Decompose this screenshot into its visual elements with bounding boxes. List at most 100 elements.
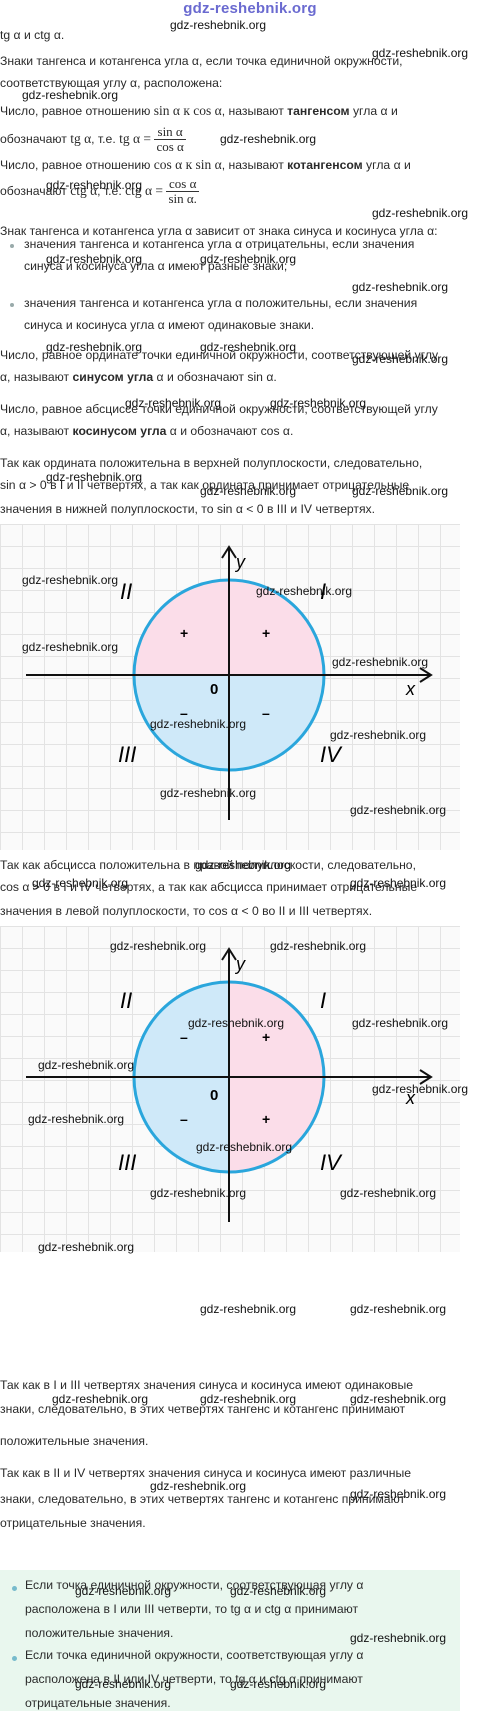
- summary-line: положительные значения.: [25, 1626, 174, 1640]
- text: угла α и: [349, 104, 398, 118]
- math: tg α =: [119, 131, 152, 146]
- unit-circle-diagram: x y 0 I II III IV + – – +: [26, 947, 433, 1222]
- quadrant-2-label: II: [120, 579, 132, 604]
- text: угла α и: [362, 158, 411, 172]
- origin-label: 0: [210, 1087, 218, 1104]
- math: tg α: [70, 131, 92, 146]
- text-line: Так как в II и IV четвертях значения син…: [0, 1466, 412, 1480]
- unit-circle-diagram: x y 0 I II III IV + + – –: [26, 545, 433, 820]
- text: обозначают: [0, 184, 71, 198]
- math: sin α к cos α: [153, 103, 222, 118]
- text: α и обозначают cos α.: [166, 424, 294, 438]
- text: , называют: [221, 104, 288, 118]
- sine-signs-figure: x y 0 I II III IV + + – –: [0, 524, 460, 850]
- text-line: Так как в I и III четвертях значения син…: [0, 1378, 414, 1392]
- text: Число, равное отношению: [0, 104, 154, 118]
- text-line: отрицательные значения.: [0, 1516, 146, 1530]
- text: α, называют: [0, 370, 73, 384]
- quadrant-3-sign: –: [180, 705, 188, 721]
- numerator: cos α: [166, 177, 199, 193]
- x-axis-label: x: [405, 679, 416, 699]
- quadrant-1-sign: +: [262, 625, 270, 641]
- term: косинусом угла: [72, 424, 167, 438]
- text: обозначают: [0, 132, 71, 146]
- text-line: Число, равное ординате точки единичной о…: [0, 348, 439, 362]
- list-item: значения тангенса и котангенса угла α от…: [24, 237, 415, 251]
- summary-line: отрицательные значения.: [25, 1696, 171, 1710]
- text: , т.е.: [97, 184, 126, 198]
- text: , т.е.: [91, 132, 120, 146]
- text: α, называют: [0, 424, 73, 438]
- text-line: знаки, следовательно, в этих четвертях т…: [0, 1402, 406, 1416]
- quadrant-1-label: I: [320, 988, 326, 1013]
- watermark: gdz-reshebnik.org: [372, 206, 469, 220]
- text-line: cos α > 0 в I и IV четвертях, а так как …: [0, 880, 418, 894]
- term: тангенсом: [287, 104, 350, 118]
- math: ctg α: [70, 183, 98, 198]
- list-item: синуса и косинуса угла α имеют одинаковы…: [24, 318, 315, 332]
- quadrant-1-sign: +: [262, 1029, 270, 1045]
- text-line: значения в левой полуплоскости, то cos α…: [0, 904, 373, 918]
- bullet-icon: [10, 244, 14, 248]
- watermark: gdz-reshebnik.org: [352, 280, 449, 294]
- quadrant-4-label: IV: [320, 1150, 343, 1175]
- text: , называют: [221, 158, 288, 172]
- math: cos α к sin α: [153, 157, 222, 172]
- text-line: знаки, следовательно, в этих четвертях т…: [0, 1492, 406, 1506]
- x-axis-label: x: [405, 1088, 416, 1108]
- y-arrow-icon: [221, 545, 237, 559]
- term: синусом угла: [72, 370, 154, 384]
- site-title[interactable]: gdz-reshebnik.org: [183, 0, 317, 17]
- quadrant-4-sign: –: [262, 705, 270, 721]
- watermark: gdz-reshebnik.org: [350, 1302, 447, 1316]
- bullet-icon: [10, 303, 14, 307]
- bullet-icon: [12, 1656, 17, 1661]
- y-axis-label: y: [234, 954, 246, 974]
- denominator: sin α.: [168, 191, 197, 207]
- numerator: sin α: [154, 125, 186, 141]
- summary-line: Если точка единичной окружности, соответ…: [25, 1578, 364, 1592]
- summary-line: расположена в I или III четверти, то tg …: [25, 1602, 359, 1616]
- cosine-definition: α, называют косинусом угла α и обозначаю…: [0, 422, 496, 440]
- text-line: Так как абсцисса положительна в правой п…: [0, 858, 416, 872]
- summary-box: Если точка единичной окружности, соответ…: [0, 1570, 460, 1711]
- list-item: синуса и косинуса угла α имеют разные зн…: [24, 259, 288, 273]
- summary-line: расположена в II или IV четверти, то tg …: [25, 1672, 363, 1686]
- quadrant-3-label: III: [118, 742, 136, 767]
- origin-label: 0: [210, 681, 218, 698]
- y-axis-label: y: [234, 552, 246, 572]
- text: Число, равное отношению: [0, 158, 154, 172]
- cotangent-definition: Число, равное отношению cos α к sin α, н…: [0, 156, 496, 174]
- x-arrow-icon: [419, 667, 433, 683]
- quadrant-3-sign: –: [180, 1111, 188, 1127]
- x-arrow-icon: [419, 1069, 433, 1085]
- term: котангенсом: [287, 158, 363, 172]
- y-arrow-icon: [221, 947, 237, 961]
- quadrant-4-label: IV: [320, 742, 343, 767]
- summary-line: Если точка единичной окружности, соответ…: [25, 1648, 364, 1662]
- text: α и обозначают sin α.: [153, 370, 277, 384]
- quadrant-2-label: II: [120, 988, 132, 1013]
- text-line: Знаки тангенса и котангенса угла α, если…: [0, 54, 403, 68]
- tangent-definition: Число, равное отношению sin α к cos α, н…: [0, 102, 496, 120]
- quadrant-1-label: I: [320, 579, 326, 604]
- math: ctg α =: [125, 183, 164, 198]
- quadrant-4-sign: +: [262, 1111, 270, 1127]
- bullet-icon: [12, 1586, 17, 1591]
- denominator: cos α: [156, 139, 184, 155]
- watermark: gdz-reshebnik.org: [200, 1302, 297, 1316]
- text-line: соответствующая углу α, расположена:: [0, 76, 223, 90]
- text-line: положительные значения.: [0, 1434, 149, 1448]
- cosine-signs-figure: x y 0 I II III IV + – – +: [0, 926, 460, 1252]
- text-line: Знак тангенса и котангенса угла α зависи…: [0, 224, 438, 238]
- text-line: sin α > 0 в I и II четвертях, а так как …: [0, 478, 410, 492]
- text-line: Так как ордината положительна в верхней …: [0, 456, 423, 470]
- text-line: tg α и ctg α.: [0, 28, 65, 42]
- list-item: значения тангенса и котангенса угла α по…: [24, 296, 418, 310]
- quadrant-2-sign: –: [180, 1029, 188, 1045]
- quadrant-2-sign: +: [180, 625, 188, 641]
